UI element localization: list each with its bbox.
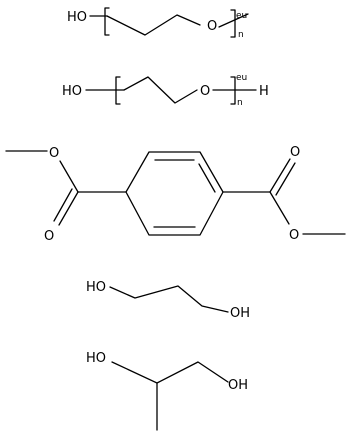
ethylene-glycol-chain xyxy=(109,285,229,313)
peg-h-endgroup-label: eu xyxy=(236,73,247,83)
right-carbonyl-bond-1 xyxy=(269,158,291,193)
left-carbonyl-bond-2 xyxy=(53,188,73,222)
peg-methyl-hydroxyl-label: HO xyxy=(67,10,87,25)
right-ester-oxygen-label: O xyxy=(289,228,299,243)
dimethyl-terephthalate-structure: O O O O xyxy=(5,145,346,244)
right-carbonyl-oxygen-label: O xyxy=(290,145,300,160)
propylene-glycol-hydroxyl-left-label: HO xyxy=(86,351,106,366)
left-ester-oxygen-label: O xyxy=(49,146,59,161)
ring-double-bond-right xyxy=(198,163,216,193)
ethylene-glycol-hydroxyl-left-label: HO xyxy=(86,280,106,295)
peg-methyl-endgroup-label: eu xyxy=(236,11,247,21)
peg-methyl-methyl-bond xyxy=(218,13,249,28)
benzene-ring xyxy=(125,151,224,236)
peg-methyl-oxygen-label: O xyxy=(207,19,217,34)
left-ester-bond xyxy=(59,160,79,193)
ethylene-glycol-hydroxyl-right-label: OH xyxy=(230,306,250,321)
peg-h-oxygen-label: O xyxy=(200,84,210,99)
peg-h-terminal-label: H xyxy=(259,84,269,99)
peg-h-chain xyxy=(123,76,198,104)
peg-methyl-repeat-label: n xyxy=(238,30,244,40)
propylene-glycol-structure: HO OH xyxy=(86,351,248,431)
right-ester-bond xyxy=(269,191,290,225)
propylene-glycol-hydroxyl-right-label: OH xyxy=(228,378,248,393)
peg-methyl-structure: HO O eu n xyxy=(67,7,249,40)
peg-h-hydroxyl-label: HO xyxy=(62,84,82,99)
peg-methyl-chain xyxy=(106,14,201,36)
left-carbonyl-bond-1 xyxy=(58,191,79,226)
peg-methyl-bracket-right xyxy=(230,9,236,38)
peg-h-repeat-label: n xyxy=(237,98,243,108)
peg-h-bracket-right xyxy=(230,76,236,105)
propylene-glycol-chain xyxy=(111,361,229,384)
peg-h-bracket-left xyxy=(115,76,121,105)
right-carbonyl-bond-2 xyxy=(275,162,296,196)
peg-h-structure: HO O eu n H xyxy=(62,73,269,108)
ethylene-glycol-structure: HO OH xyxy=(86,280,250,321)
peg-methyl-bracket-left xyxy=(104,7,110,36)
left-carbonyl-oxygen-label: O xyxy=(44,229,54,244)
